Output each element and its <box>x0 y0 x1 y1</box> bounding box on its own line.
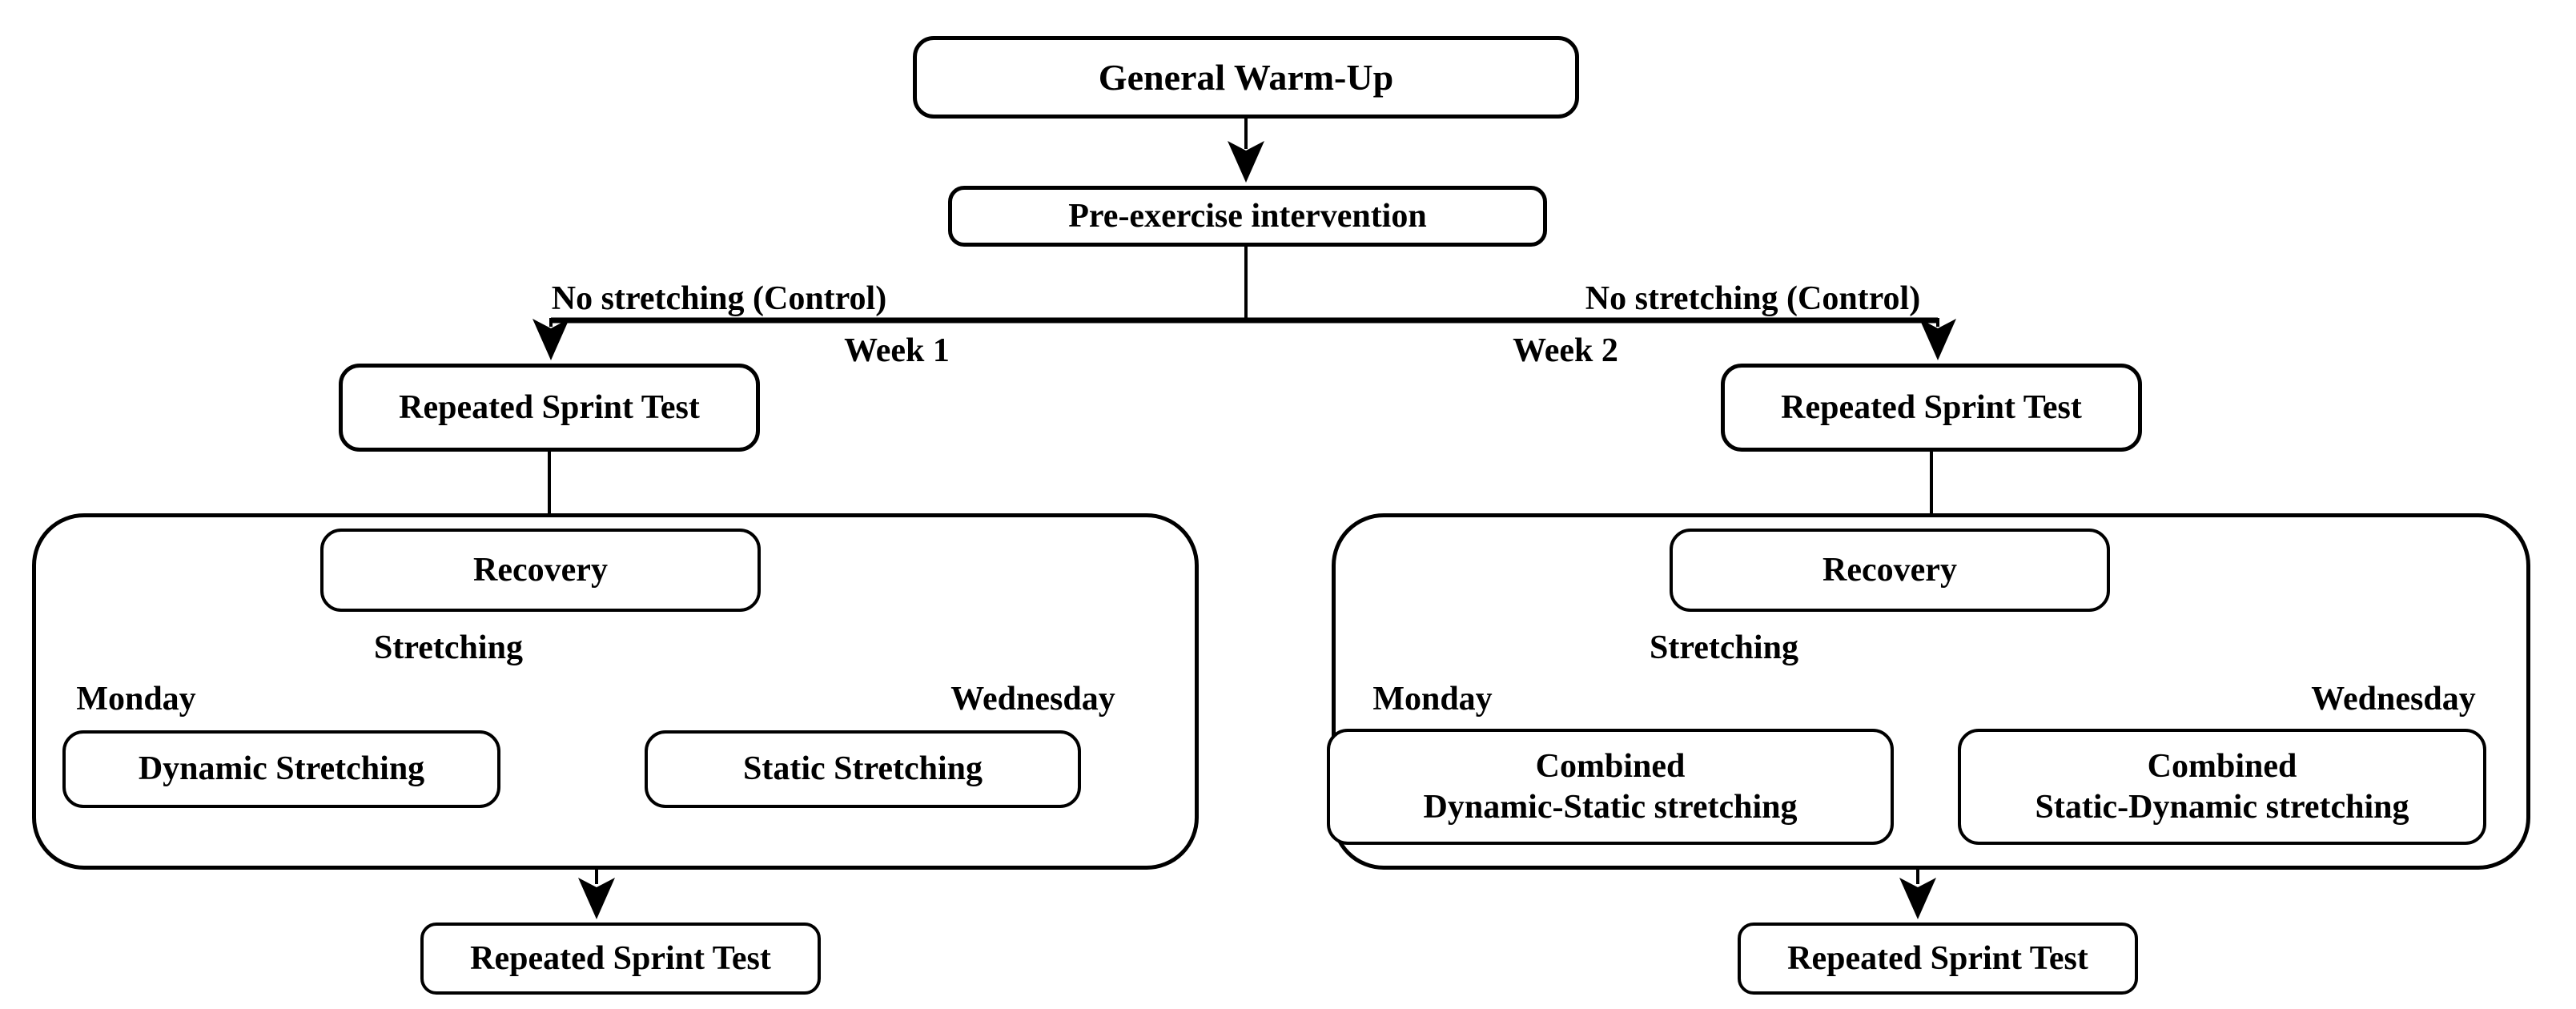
label-monday-week1: Monday <box>76 681 196 718</box>
arrowhead <box>1919 319 1956 360</box>
node-dynamic-stretching: Dynamic Stretching <box>62 730 500 808</box>
node-combined-static-dynamic: Combined Static-Dynamic stretching <box>1958 729 2486 845</box>
arrowhead <box>578 878 615 919</box>
node-repeated-sprint-test-week2-post: Repeated Sprint Test <box>1738 923 2138 995</box>
node-combined-dynamic-static: Combined Dynamic-Static stretching <box>1327 729 1894 845</box>
arrowhead <box>532 319 569 360</box>
label-week-2: Week 2 <box>1513 332 1618 369</box>
node-static-stretching: Static Stretching <box>645 730 1081 808</box>
label-wednesday-week2: Wednesday <box>2311 681 2476 718</box>
arrowhead <box>1899 878 1936 919</box>
node-repeated-sprint-test-week1-pre: Repeated Sprint Test <box>339 364 760 452</box>
node-recovery-week2: Recovery <box>1670 529 2110 612</box>
node-repeated-sprint-test-week2-pre: Repeated Sprint Test <box>1721 364 2142 452</box>
label-stretching-week2: Stretching <box>1650 629 1798 666</box>
label-no-stretching-right: No stretching (Control) <box>1585 280 1921 317</box>
node-combined-dynamic-static-line2: Dynamic-Static stretching <box>1423 788 1798 826</box>
node-combined-dynamic-static-line1: Combined <box>1535 748 1686 786</box>
node-repeated-sprint-test-week1-post: Repeated Sprint Test <box>420 923 821 995</box>
label-monday-week2: Monday <box>1372 681 1493 718</box>
label-week-1: Week 1 <box>844 332 950 369</box>
node-recovery-week1: Recovery <box>320 529 761 612</box>
label-stretching-week1: Stretching <box>374 629 523 666</box>
label-no-stretching-left: No stretching (Control) <box>551 280 887 317</box>
node-combined-static-dynamic-line1: Combined <box>2147 748 2297 786</box>
arrowhead <box>1228 141 1264 183</box>
label-wednesday-week1: Wednesday <box>950 681 1115 718</box>
node-pre-exercise-intervention: Pre-exercise intervention <box>948 186 1547 247</box>
node-combined-static-dynamic-line2: Static-Dynamic stretching <box>2035 788 2409 826</box>
node-general-warmup: General Warm-Up <box>913 36 1579 119</box>
